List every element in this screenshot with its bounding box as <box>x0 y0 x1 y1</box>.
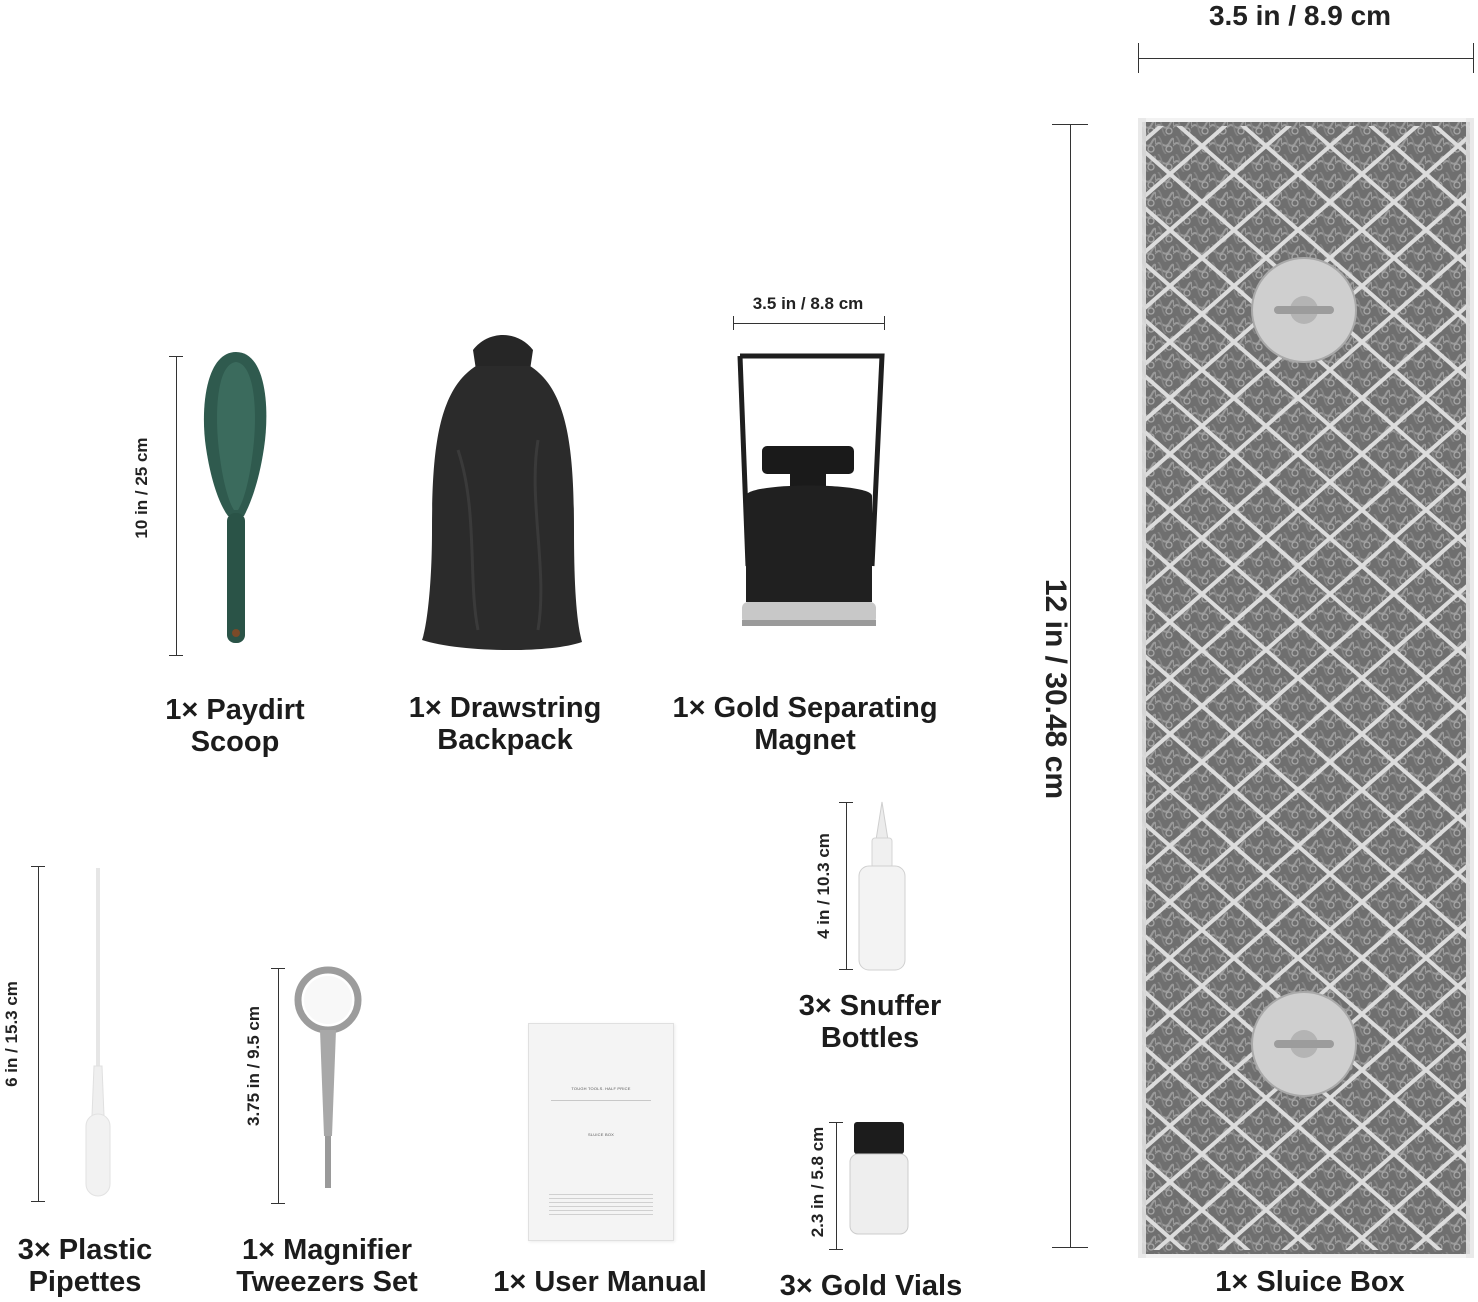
magnet-label-line1: 1× Gold Separating <box>672 692 938 724</box>
sluice-width-tick-left <box>1138 43 1139 73</box>
tweezers-dimension-tick-bottom <box>271 1203 285 1204</box>
tweezers-image <box>294 966 362 1188</box>
bottles-label-line2: Bottles <box>820 1022 920 1054</box>
magnet-dimension-tick-left <box>733 316 734 330</box>
sluice-height-tick-bottom <box>1052 1247 1088 1248</box>
backpack-label-line2: Backpack <box>437 724 573 756</box>
scoop-label-line2: Scoop <box>190 726 280 758</box>
pipettes-label-line1: 3× Plastic <box>17 1234 153 1266</box>
tweezers-label-line2: Tweezers Set <box>236 1266 418 1298</box>
scoop-image <box>203 352 267 643</box>
tweezers-label: 1× Magnifier Tweezers Set <box>212 1234 442 1298</box>
scoop-dimension-text: 10 in / 25 cm <box>132 437 151 539</box>
tweezers-dimension-line <box>278 968 279 1204</box>
sluice-width-tick-right <box>1473 43 1474 73</box>
vials-dimension-tick-top <box>829 1122 843 1123</box>
scoop-dimension-tick-top <box>169 356 183 357</box>
sluice-width-dimension-text: 3.5 in / 8.9 cm <box>1208 0 1392 31</box>
bottles-label: 3× Snuffer Bottles <box>770 990 970 1054</box>
bottles-image <box>858 801 906 971</box>
vials-image <box>849 1122 909 1235</box>
backpack-label-line1: 1× Drawstring <box>408 692 602 724</box>
pipettes-dimension-tick-bottom <box>31 1201 45 1202</box>
magnet-dimension-text: 3.5 in / 8.8 cm <box>752 294 864 313</box>
magnet-label: 1× Gold Separating Magnet <box>650 692 960 756</box>
bottles-label-line1: 3× Snuffer <box>798 990 942 1022</box>
scoop-dimension-line <box>176 356 177 656</box>
tweezers-dimension-text: 3.75 in / 9.5 cm <box>244 1006 263 1127</box>
pipettes-label: 3× Plastic Pipettes <box>0 1234 170 1298</box>
vials-dimension-text: 2.3 in / 5.8 cm <box>808 1126 827 1238</box>
sluice-height-dimension-text: 12 in / 30.48 cm <box>1039 578 1072 800</box>
sluice-image <box>1138 118 1474 1258</box>
sluice-width-dimension-line <box>1138 58 1474 59</box>
sluice-height-dimension-line <box>1070 124 1071 1248</box>
pipettes-dimension-text: 6 in / 15.3 cm <box>2 981 21 1087</box>
bottles-dimension-tick-top <box>839 802 853 803</box>
backpack-image <box>422 335 582 651</box>
scoop-label: 1× Paydirt Scoop <box>130 694 340 758</box>
sluice-label: 1× Sluice Box <box>1215 1266 1405 1298</box>
scoop-label-line1: 1× Paydirt <box>165 694 305 726</box>
vials-label: 3× Gold Vials <box>779 1270 963 1302</box>
pipettes-dimension-line <box>38 866 39 1202</box>
sluice-height-tick-top <box>1052 124 1088 125</box>
pipettes-image <box>85 868 111 1197</box>
pipettes-label-line2: Pipettes <box>28 1266 142 1298</box>
tweezers-dimension-tick-top <box>271 968 285 969</box>
magnet-label-line2: Magnet <box>754 724 856 756</box>
manual-line-1 <box>551 1100 651 1101</box>
tweezers-label-line1: 1× Magnifier <box>241 1234 413 1266</box>
bottles-dimension-text: 4 in / 10.3 cm <box>814 833 833 939</box>
manual-subtitle-text: SLUICE BOX <box>587 1132 614 1137</box>
manual-image: TOUGH TOOLS. HALF PRICE SLUICE BOX <box>528 1023 674 1241</box>
magnet-dimension-tick-right <box>884 316 885 330</box>
scoop-dimension-tick-bottom <box>169 655 183 656</box>
vials-dimension-tick-bottom <box>829 1249 843 1250</box>
vials-dimension-line <box>836 1122 837 1250</box>
magnet-dimension-line <box>733 323 885 324</box>
manual-label: 1× User Manual <box>493 1266 707 1298</box>
manual-title-text: TOUGH TOOLS. HALF PRICE <box>571 1086 631 1091</box>
magnet-image <box>737 353 885 626</box>
pipettes-dimension-tick-top <box>31 866 45 867</box>
backpack-label: 1× Drawstring Backpack <box>385 692 625 756</box>
bottles-dimension-tick-bottom <box>839 969 853 970</box>
manual-fine-print <box>549 1194 653 1216</box>
bottles-dimension-line <box>846 802 847 970</box>
